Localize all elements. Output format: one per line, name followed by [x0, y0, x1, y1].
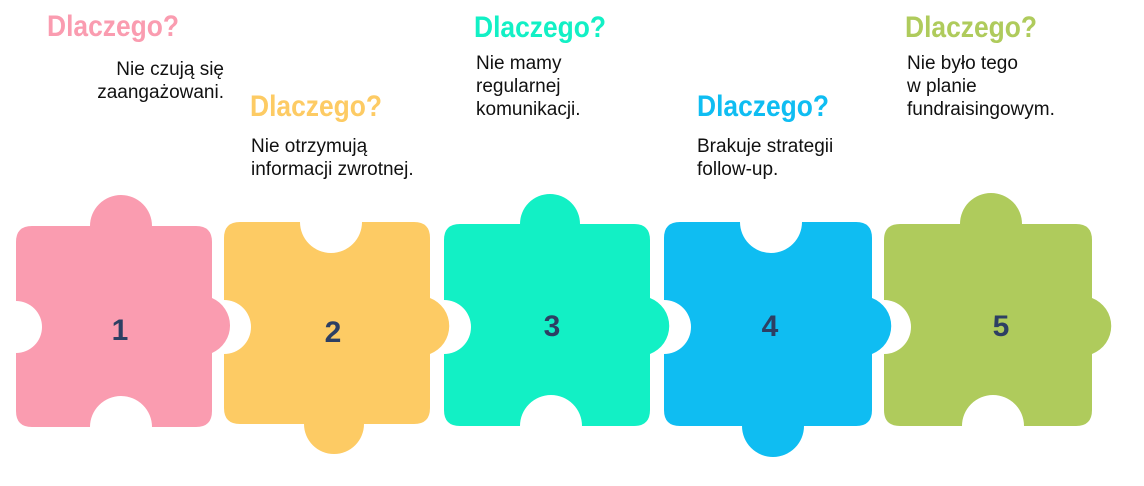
- piece-number-2: 2: [325, 316, 342, 349]
- puzzle-piece-4-shape: [664, 222, 892, 457]
- puzzle-piece-4: 4: [664, 222, 892, 457]
- answer-text-2: Nie otrzymują informacji zwrotnej.: [251, 136, 414, 180]
- question-title-4: Dlaczego?: [697, 90, 830, 123]
- puzzle-piece-3: 3: [444, 194, 670, 426]
- puzzle-piece-2-shape: [224, 222, 450, 454]
- answer-text-3: Nie mamy regularnej komunikacji.: [476, 53, 581, 120]
- piece-number-4: 4: [762, 310, 779, 343]
- answer-text-1: Nie czują się zaangażowani.: [97, 59, 224, 103]
- puzzle-piece-1: 1: [16, 195, 231, 427]
- puzzle-piece-3-shape: [444, 194, 670, 426]
- answer-text-5: Nie było tego w planie fundraisingowym.: [907, 53, 1055, 120]
- answer-text-4: Brakuje strategii follow-up.: [697, 136, 834, 180]
- puzzle-piece-2: 2: [224, 222, 450, 454]
- question-title-3: Dlaczego?: [474, 11, 607, 44]
- question-title-1: Dlaczego?: [47, 10, 180, 43]
- question-title-5: Dlaczego?: [905, 11, 1038, 44]
- piece-number-3: 3: [544, 310, 561, 343]
- piece-number-1: 1: [112, 314, 129, 347]
- piece-number-5: 5: [993, 310, 1010, 343]
- question-title-2: Dlaczego?: [250, 90, 383, 123]
- puzzle-piece-5: 5: [884, 192, 1112, 426]
- puzzle-piece-5-shape: [884, 192, 1112, 426]
- puzzle-piece-1-shape: [16, 195, 231, 427]
